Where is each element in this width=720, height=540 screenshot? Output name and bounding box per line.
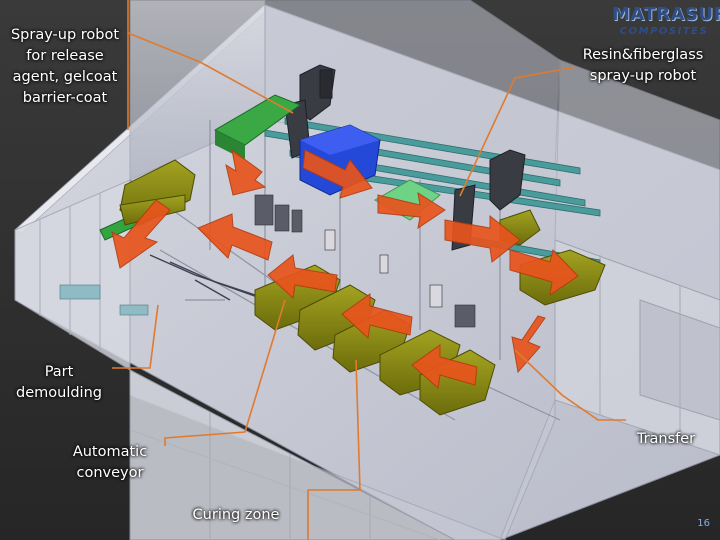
leader-curing: [307, 359, 361, 540]
flow-arrow-1: [225, 148, 267, 196]
logo-name: MATRASUR: [612, 4, 720, 25]
flow-arrow-6: [511, 315, 546, 374]
front-wall: [129, 369, 556, 540]
label-curing-zone: Curing zone: [192, 507, 280, 523]
flow-arrows: [111, 148, 579, 389]
page-number: 16: [697, 518, 710, 529]
flow-arrow-10: [197, 213, 273, 261]
flow-arrow-2: [302, 149, 373, 199]
label-part-demoulding: Part demoulding: [16, 364, 102, 401]
right-wall: [554, 239, 720, 456]
flow-arrow-9: [267, 254, 338, 300]
leader-robot1: [127, 32, 294, 114]
logo-tagline: COMPOSITES: [619, 26, 709, 37]
flow-arrow-7: [411, 344, 478, 389]
flow-arrow-11: [111, 199, 171, 269]
flow-arrow-4: [444, 214, 521, 263]
flow-arrow-5: [509, 249, 579, 297]
leader-conveyor: [164, 299, 286, 446]
label-transfer: Transfer: [636, 431, 696, 447]
company-logo: MATRASUR COMPOSITES: [612, 4, 720, 44]
leader-robot2: [459, 66, 576, 197]
label-automatic-conveyor: Automatic conveyor: [72, 444, 148, 481]
leader-lines: [112, 0, 626, 540]
equipment: [59, 194, 476, 328]
leader-transfer: [514, 349, 626, 421]
label-resin-fiberglass-robot: Resin&fiberglass spray-up robot: [582, 47, 704, 84]
flow-arrow-3: [377, 191, 446, 230]
leader-demould: [112, 304, 159, 369]
left-wall: [14, 179, 131, 371]
label-spray-up-robot-release: Spray-up robot for release agent, gelcoa…: [10, 27, 120, 106]
flow-arrow-8: [341, 293, 413, 340]
